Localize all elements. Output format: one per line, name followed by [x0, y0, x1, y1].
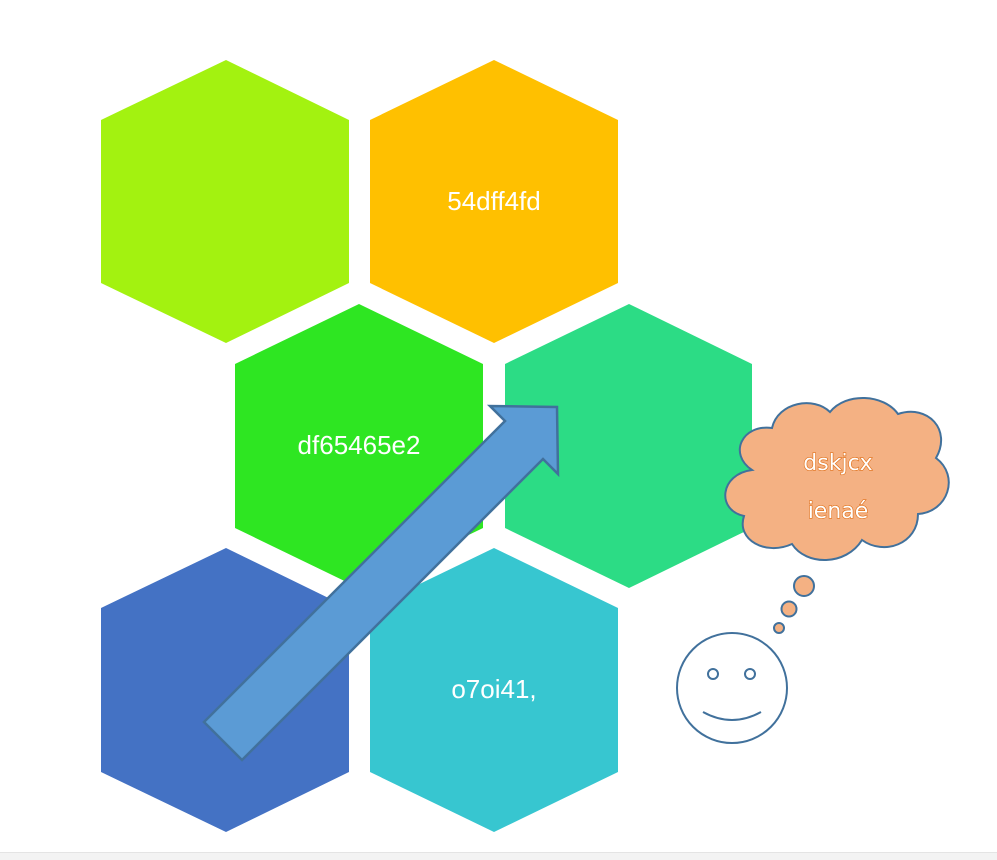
hexagon-teal-shape[interactable]: o7oi41,: [370, 548, 618, 832]
hexagon-teal-label: o7oi41,: [451, 674, 536, 704]
hexagon-emerald-shape[interactable]: [505, 304, 752, 588]
hexagon-orange-shape[interactable]: 54dff4fd: [370, 60, 618, 343]
smiley-face-icon[interactable]: [676, 632, 788, 744]
hexagon-lime-shape[interactable]: [101, 60, 349, 343]
thought-cloud[interactable]: dskjcx ienaé: [724, 397, 950, 634]
hexagon-orange-label: 54dff4fd: [447, 186, 541, 216]
hexagon-blue-shape[interactable]: [101, 548, 349, 832]
thought-cloud-line-2: ienaé: [808, 499, 869, 524]
bottom-edge-strip: [0, 852, 997, 860]
thought-cloud-line-1: dskjcx: [803, 451, 872, 476]
hexagon-green-label: df65465e2: [298, 430, 421, 460]
diagonal-arrow[interactable]: [202, 404, 560, 762]
